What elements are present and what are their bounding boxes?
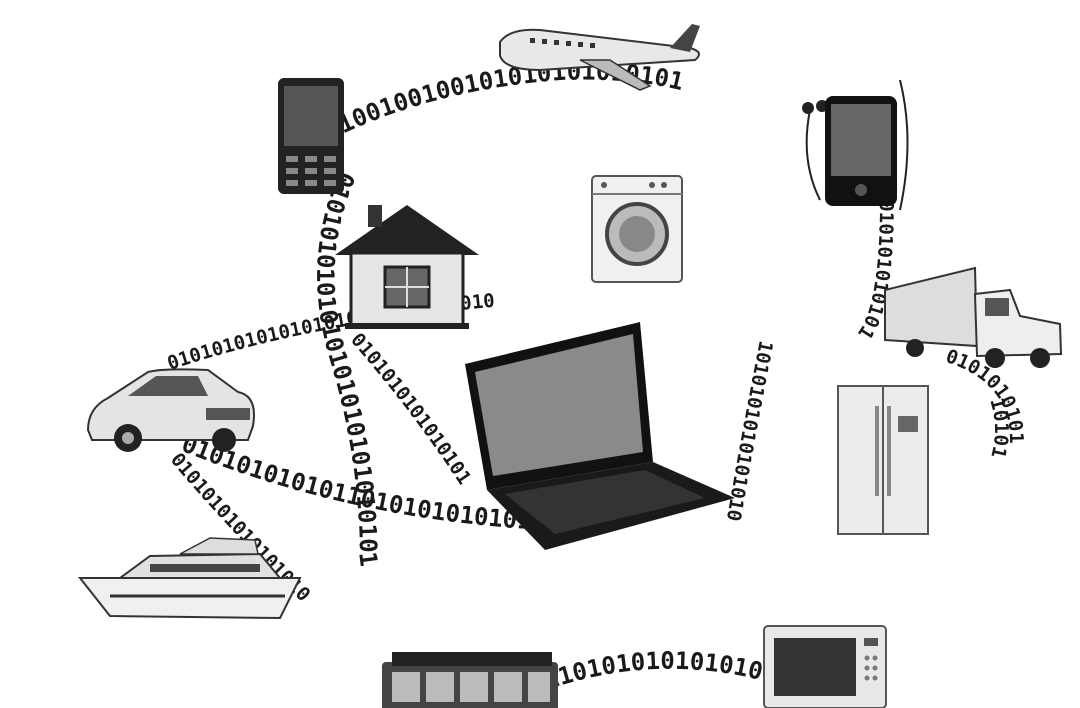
house-icon	[335, 205, 479, 329]
binary-text-inner-left: 0101010101010101	[346, 329, 475, 489]
binary-text-inner-right: 1010101010101010	[722, 339, 777, 523]
svg-text:0100100100101010101010101: 0100100100101010101010101	[320, 58, 686, 146]
binary-stream-inner-right: 1010101010101010	[722, 339, 777, 523]
car-icon	[86, 368, 255, 452]
truck-icon	[884, 266, 1063, 368]
binary-text-lower-left: 01010101010101010101010	[0, 0, 315, 606]
laptop-icon	[465, 322, 735, 550]
binary-text-top: 0100100100101010101010101	[320, 58, 686, 146]
bus-icon	[382, 652, 558, 708]
refrigerator-icon	[837, 385, 929, 535]
feature-phone-icon	[278, 78, 344, 194]
svg-text:0101010101010101: 0101010101010101	[346, 329, 475, 489]
svg-text:01010101010101010101010: 01010101010101010101010	[0, 0, 315, 606]
microwave-icon	[763, 625, 887, 708]
binary-stream-inner-left: 0101010101010101	[346, 329, 475, 489]
washing-machine-icon	[591, 175, 683, 283]
binary-stream-lower-left: 01010101010101010101010	[0, 0, 315, 606]
smartphone-icon	[802, 79, 909, 211]
yacht-icon	[77, 537, 302, 620]
svg-text:1010101010101010: 1010101010101010	[722, 339, 777, 523]
airplane-icon	[499, 24, 700, 91]
binary-stream-top: 0100100100101010101010101	[320, 58, 686, 146]
